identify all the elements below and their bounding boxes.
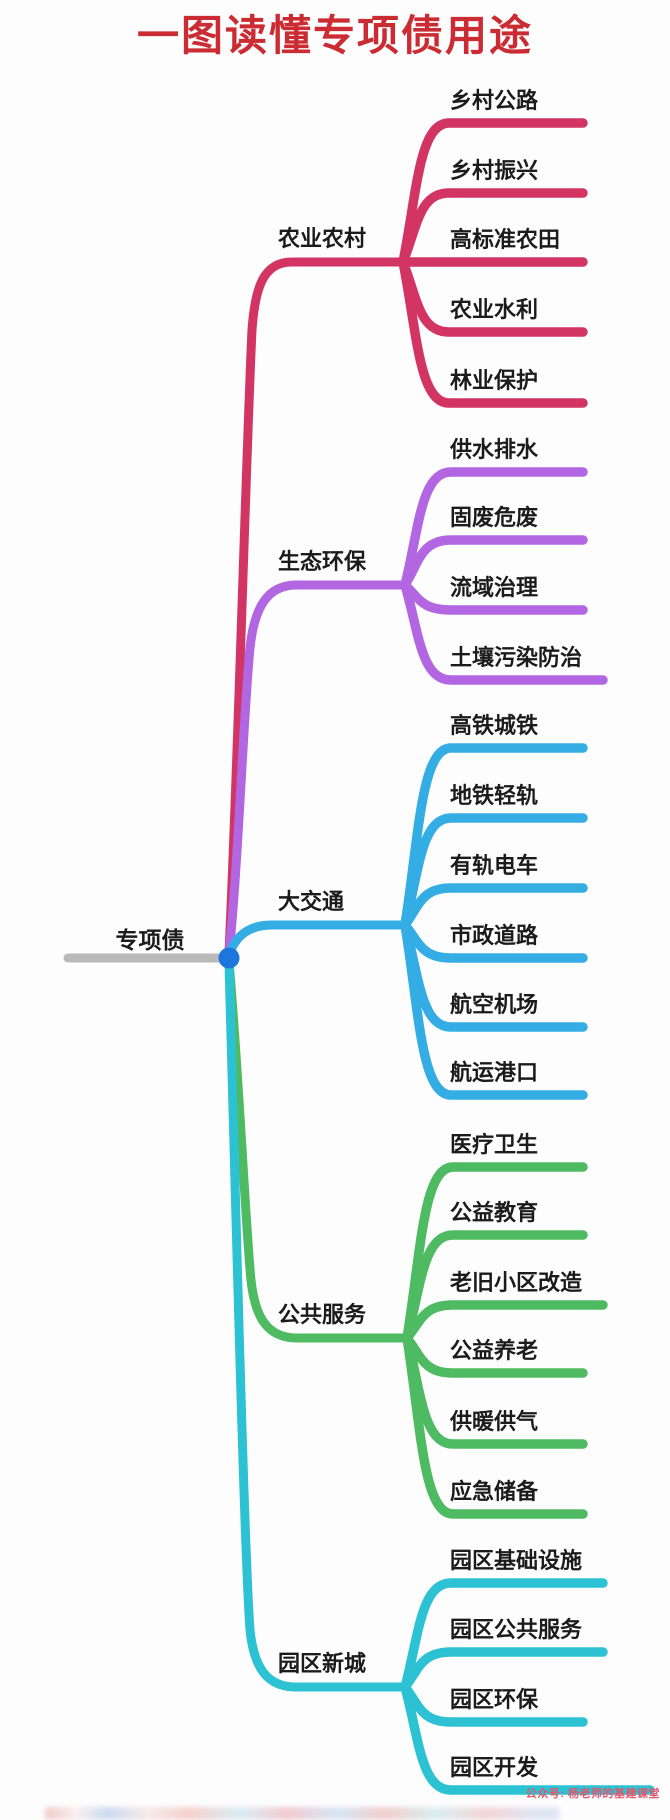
branch-0-leaf-4-line [398,257,588,408]
branch-3-leaf-3-label: 公益养老 [450,1338,539,1363]
branch-4-leaf-2-label: 园区环保 [450,1687,539,1712]
page-title: 一图读懂专项债用途 [136,12,533,59]
branch-2-leaf-3-label: 市政道路 [450,923,539,948]
branch-0-leaf-1-line [398,188,588,267]
branch-3-leaf-0-label: 医疗卫生 [450,1132,539,1157]
branch-4-leaf-0-label: 园区基础设施 [450,1548,583,1573]
branch-1-leaf-1-line [400,535,588,590]
branch-3-leaf-1-label: 公益教育 [450,1200,539,1225]
branch-2-leaf-4-label: 航空机场 [450,992,539,1017]
branch-3-leaf-2-label: 老旧小区改造 [450,1270,583,1295]
branch-4-leaf-1-line [400,1647,608,1692]
branch-3-label: 公共服务 [278,1302,367,1327]
branch-0-spine-line [224,257,408,957]
branch-2-leaf-5-label: 航运港口 [450,1060,539,1085]
branch-0-label: 农业农村 [278,226,367,251]
root-node-label: 专项债 [115,927,185,953]
branch-1-leaf-3-line [400,580,608,685]
branch-2-leaf-2-line [400,883,588,930]
branch-1-label: 生态环保 [278,549,367,574]
watermark-text: 公众号: 杨老师的基建课堂 [525,1788,660,1800]
branch-4-leaf-1-label: 园区公共服务 [450,1617,583,1642]
branch-2-leaf-1-line [400,813,588,930]
cropped-bottom-row [45,1807,560,1820]
branch-3-leaf-5-line [402,1333,588,1519]
branch-4-label: 园区新城 [278,1651,367,1676]
branch-0-leaf-0-label: 乡村公路 [450,88,539,113]
branch-3-leaf-1-line [402,1230,588,1343]
branch-4-leaf-0-line [400,1578,608,1692]
root-node-dot [218,947,240,969]
branch-2-leaf-2-label: 有轨电车 [450,853,539,878]
branch-4-spine-line [224,959,410,1692]
branch-1-leaf-2-label: 流域治理 [450,575,539,600]
branch-1-leaf-0-label: 供水排水 [450,437,539,462]
branch-1-leaf-3-label: 土壤污染防治 [450,645,583,670]
branch-1-leaf-1-label: 固废危废 [450,505,539,530]
branch-3-leaf-5-label: 应急储备 [450,1479,539,1504]
branch-2-label: 大交通 [278,889,345,914]
branch-4-leaf-3-line [400,1682,655,1795]
branch-2-leaf-1-label: 地铁轻轨 [450,783,539,808]
branch-0-leaf-1-label: 乡村振兴 [450,158,539,183]
branch-2-leaf-0-label: 高铁城铁 [450,713,539,738]
branch-1-spine-line [224,580,410,959]
branch-0-leaf-2-label: 高标准农田 [450,227,561,252]
branch-4-leaf-3-label: 园区开发 [450,1755,539,1780]
branch-3-leaf-2-line [402,1300,608,1343]
branch-2-leaf-5-line [400,920,588,1100]
branch-0-leaf-4-label: 林业保护 [450,368,539,393]
branch-3-spine-line [224,957,412,1343]
branch-1-leaf-0-line [400,467,588,590]
branch-2-spine-line [226,920,410,955]
branch-3-leaf-4-label: 供暖供气 [450,1409,539,1434]
branch-0-leaf-3-label: 农业水利 [450,297,539,322]
